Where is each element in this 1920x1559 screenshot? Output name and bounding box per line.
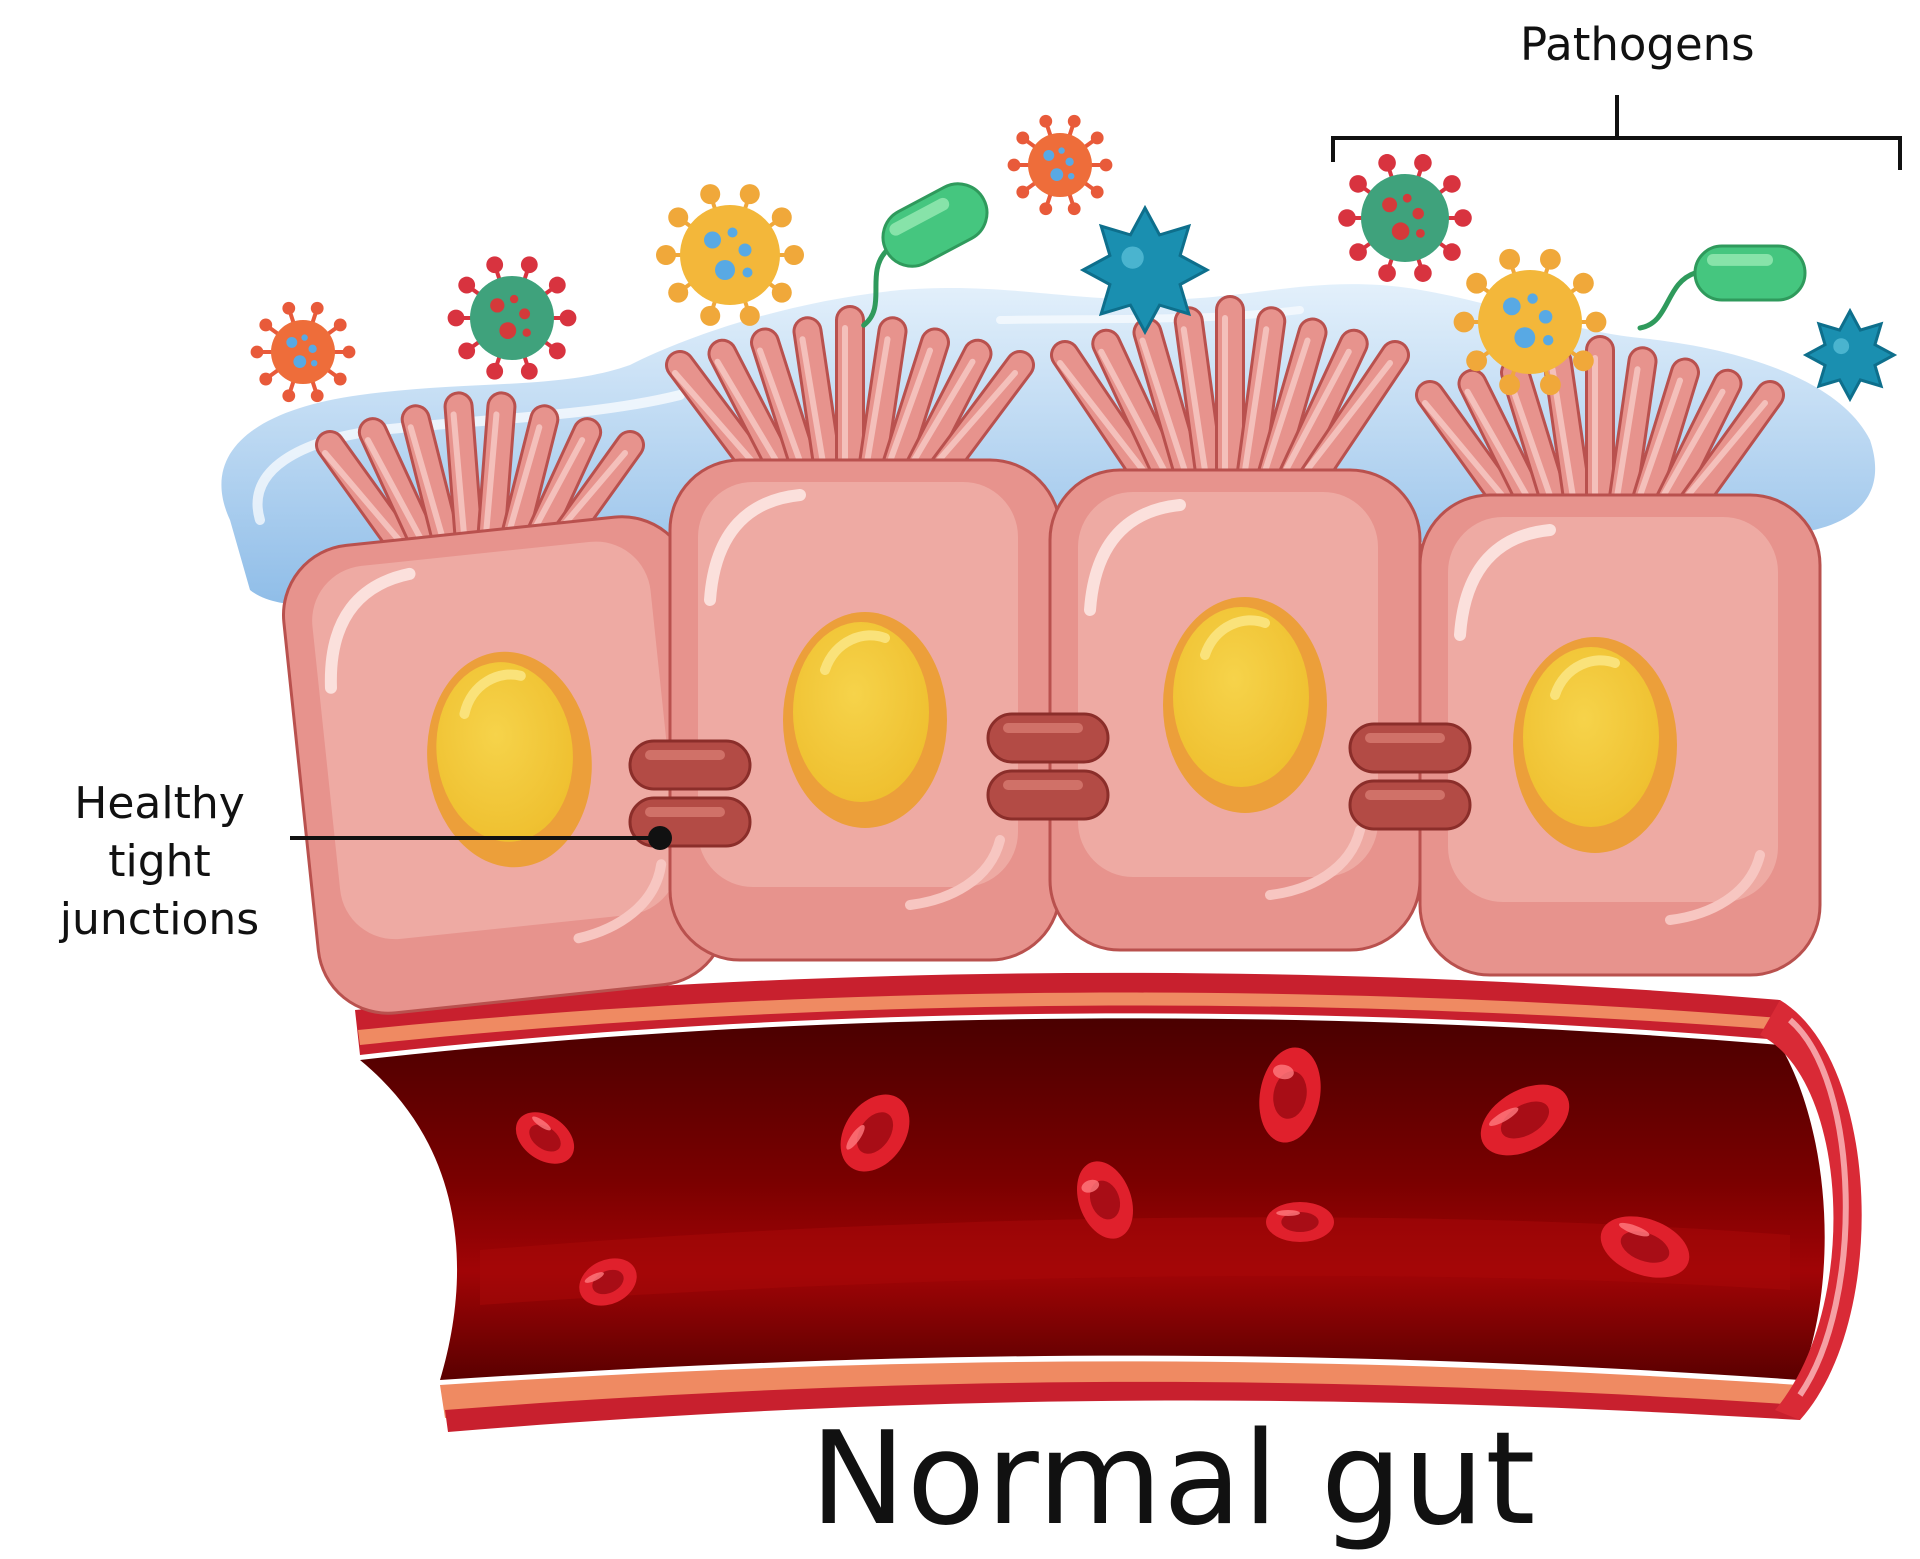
tight-junction [628,739,752,791]
red-blood-cell-icon [840,1094,910,1172]
nucleus-icon [427,651,592,868]
nucleus-icon [783,612,947,828]
epithelial-cell [668,458,1062,962]
virus-icon [250,301,356,403]
red-blood-cell-icon [1480,1084,1570,1156]
pathogens-bracket [1331,95,1902,170]
star-pathogen-icon [1802,307,1898,403]
microvillus [1289,340,1410,505]
red-blood-cells [515,1047,1690,1306]
epithelial-cells [281,458,1822,1015]
red-blood-cell-icon [1600,1216,1690,1278]
red-blood-cell-icon [1266,1202,1334,1242]
virus-icon [1453,248,1607,396]
pathogens-group [250,114,1898,403]
tight-junction [1348,722,1472,774]
microvillus [1091,328,1190,505]
microvillus [1252,317,1328,505]
red-blood-cell-icon [1259,1047,1321,1143]
tight-junction-pointer [290,826,672,850]
bacteria-icon [861,182,989,328]
red-blood-cell-icon [579,1258,637,1306]
microvillus [1215,295,1245,505]
microvillus [1173,306,1227,505]
epithelial-cell [1048,468,1422,952]
microvillus [1233,306,1287,505]
red-blood-cell-icon [515,1112,575,1164]
tight-junctions-label-line1: Healthy tight [74,778,245,887]
microvillus [1050,340,1171,505]
tight-junction [986,769,1110,821]
virus-icon [447,256,577,380]
microvillus [1270,328,1369,505]
tight-junctions-label: Healthy tight junctions [22,775,297,949]
tight-junction [1348,779,1472,831]
tight-junction [986,712,1110,764]
epithelial-cell [1418,493,1822,977]
virus-icon [1007,114,1113,216]
virus-icon [656,184,804,326]
diagram-title: Normal gut [810,1405,1537,1554]
bacteria-icon [1637,244,1807,331]
red-blood-cell-icon [1076,1161,1134,1239]
pathogens-label: Pathogens [1520,18,1755,71]
nucleus-icon [1513,637,1677,853]
virus-icon [1338,154,1472,282]
tight-junctions-label-line2: junctions [59,894,260,945]
nucleus-icon [1163,597,1327,813]
microvillus [1132,317,1208,505]
star-pathogen-icon [1079,204,1211,336]
